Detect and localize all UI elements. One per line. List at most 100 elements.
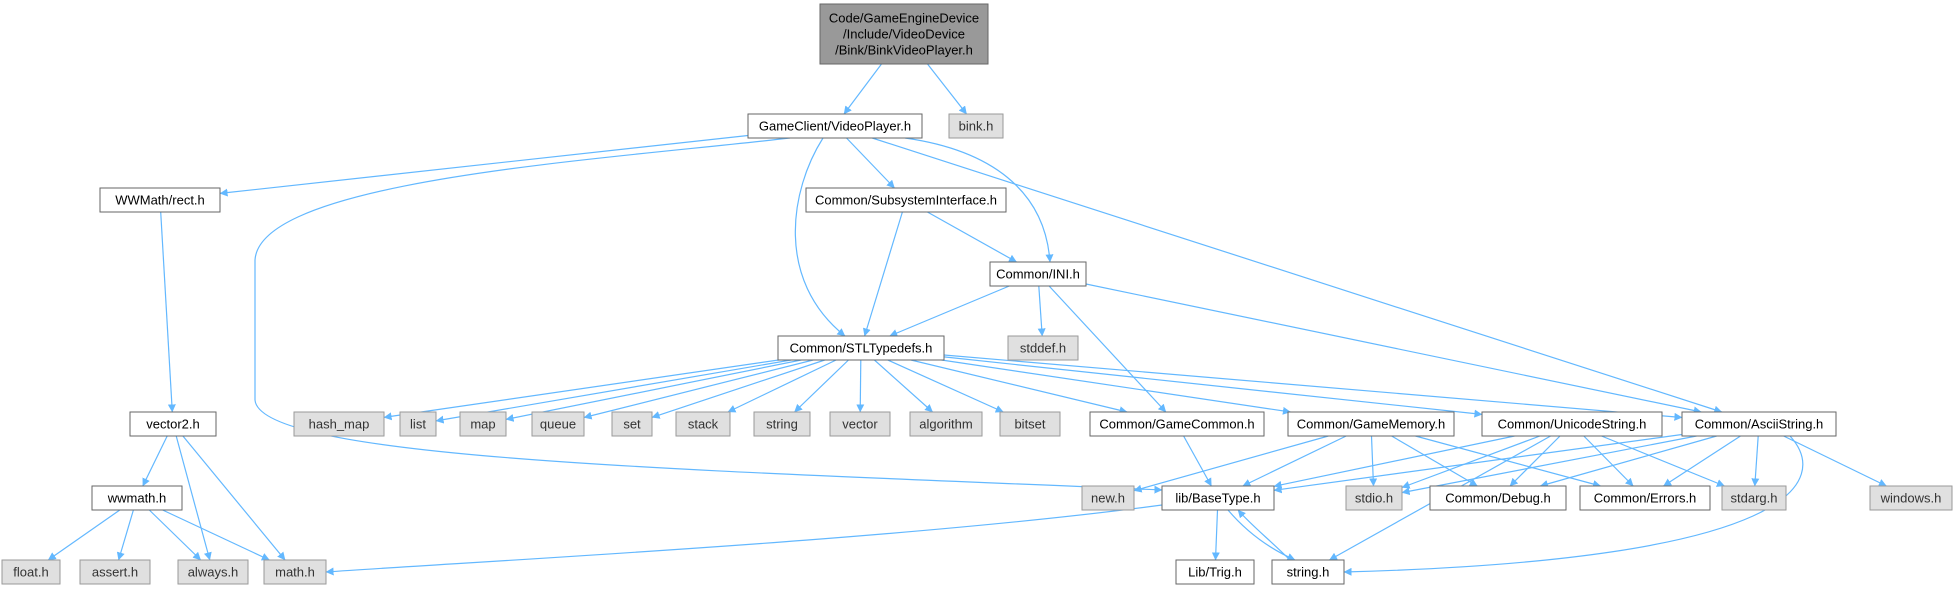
node-label: bink.h xyxy=(959,119,994,134)
node-windows: windows.h xyxy=(1869,485,1953,511)
node-label: Common/UnicodeString.h xyxy=(1498,417,1647,432)
edge-string_h-to-basetype xyxy=(1237,509,1291,561)
node-assert_h: assert.h xyxy=(79,559,151,585)
edge-stltypedefs-to-map xyxy=(505,359,802,422)
node-label: Common/INI.h xyxy=(996,267,1080,282)
edge-asciistring-to-windows xyxy=(1783,435,1887,487)
node-label: /Bink/BinkVideoPlayer.h xyxy=(835,43,973,58)
node-rect[interactable]: WWMath/rect.h xyxy=(99,187,221,213)
node-label: WWMath/rect.h xyxy=(115,193,205,208)
node-label: vector xyxy=(842,417,878,432)
edge-gamememory-to-debug xyxy=(1391,435,1478,487)
edge-stltypedefs-to-gamememory xyxy=(941,359,1291,415)
edge-stltypedefs-to-asciistring xyxy=(943,354,1683,421)
node-label: /Include/VideoDevice xyxy=(843,27,965,42)
edge-videoplayer-to-rect xyxy=(219,134,749,197)
node-box xyxy=(999,411,1061,437)
node-label: vector2.h xyxy=(146,417,199,432)
node-box xyxy=(79,559,151,585)
node-box xyxy=(1,559,61,585)
edge-stltypedefs-to-algorithm xyxy=(874,359,933,413)
edge-asciistring-to-errors xyxy=(1663,435,1741,487)
edge-stltypedefs-to-stack xyxy=(727,359,837,413)
edge-wwmath-to-always_h xyxy=(148,509,202,561)
edge-stltypedefs-to-gamecommon xyxy=(910,359,1128,415)
node-box xyxy=(1721,485,1787,511)
edge-unicodestring-to-stdarg xyxy=(1601,435,1725,487)
node-new_h: new.h xyxy=(1081,485,1135,511)
node-box xyxy=(1161,485,1275,511)
edge-gamememory-to-new_h xyxy=(1133,435,1329,493)
node-list: list xyxy=(399,411,437,437)
edge-gamememory-to-errors xyxy=(1415,435,1601,488)
node-debug[interactable]: Common/Debug.h xyxy=(1429,485,1567,511)
edge-wwmath-to-math_h xyxy=(162,509,270,561)
node-trig[interactable]: Lib/Trig.h xyxy=(1175,559,1255,585)
edge-vector2-to-wwmath xyxy=(142,435,168,487)
node-label: Common/Debug.h xyxy=(1445,491,1551,506)
edge-ini-to-asciistring xyxy=(1085,283,1702,415)
edge-stltypedefs-to-set xyxy=(651,359,825,419)
edge-ini-to-stltypedefs xyxy=(889,285,1010,337)
node-stack: stack xyxy=(675,411,731,437)
edge-stltypedefs-to-hash_map xyxy=(383,359,779,421)
node-bitset: bitset xyxy=(999,411,1061,437)
node-subsystem[interactable]: Common/SubsystemInterface.h xyxy=(805,187,1007,213)
node-gamememory[interactable]: Common/GameMemory.h xyxy=(1287,411,1455,437)
node-box xyxy=(129,411,217,437)
edge-gamememory-to-basetype xyxy=(1242,435,1347,487)
edge-stltypedefs-to-unicodestring xyxy=(943,356,1483,418)
node-label: queue xyxy=(540,417,576,432)
node-always_h: always.h xyxy=(177,559,249,585)
node-gamecommon[interactable]: Common/GameCommon.h xyxy=(1089,411,1265,437)
node-box xyxy=(777,335,945,361)
node-box xyxy=(753,411,811,437)
node-label: stddef.h xyxy=(1020,341,1066,356)
node-box xyxy=(829,411,891,437)
node-wwmath[interactable]: wwmath.h xyxy=(91,485,183,511)
node-algorithm: algorithm xyxy=(909,411,983,437)
node-bink: bink.h xyxy=(948,113,1004,139)
edge-gamecommon-to-basetype xyxy=(1183,435,1212,487)
node-asciistring[interactable]: Common/AsciiString.h xyxy=(1681,411,1837,437)
node-box xyxy=(948,113,1004,139)
node-root[interactable]: Code/GameEngineDevice/Include/VideoDevic… xyxy=(819,3,989,65)
edge-asciistring-to-stdio xyxy=(1401,435,1697,496)
edge-unicodestring-to-stdio xyxy=(1401,435,1541,489)
edge-videoplayer-to-basetype xyxy=(254,137,1163,494)
edge-asciistring-to-basetype xyxy=(1273,433,1683,494)
edge-unicodestring-to-errors xyxy=(1583,435,1634,487)
edge-subsystem-to-stltypedefs xyxy=(862,211,903,337)
node-math_h: math.h xyxy=(263,559,327,585)
node-unicodestring[interactable]: Common/UnicodeString.h xyxy=(1481,411,1663,437)
edge-root-to-videoplayer xyxy=(843,63,882,115)
edge-wwmath-to-assert_h xyxy=(116,509,134,561)
node-stltypedefs[interactable]: Common/STLTypedefs.h xyxy=(777,335,945,361)
node-map: map xyxy=(459,411,507,437)
edge-stltypedefs-to-bitset xyxy=(887,359,1004,413)
node-box xyxy=(675,411,731,437)
node-basetype[interactable]: lib/BaseType.h xyxy=(1161,485,1275,511)
node-label: bitset xyxy=(1014,417,1045,432)
node-vector2[interactable]: vector2.h xyxy=(129,411,217,437)
edge-asciistring-to-stdarg xyxy=(1751,435,1760,487)
node-box xyxy=(1481,411,1663,437)
node-ini[interactable]: Common/INI.h xyxy=(989,261,1087,287)
node-float_h: float.h xyxy=(1,559,61,585)
node-label: Common/SubsystemInterface.h xyxy=(815,193,997,208)
node-label: new.h xyxy=(1091,491,1125,506)
node-videoplayer[interactable]: GameClient/VideoPlayer.h xyxy=(747,113,923,139)
edge-asciistring-to-debug xyxy=(1539,435,1717,488)
node-errors[interactable]: Common/Errors.h xyxy=(1579,485,1711,511)
node-box xyxy=(91,485,183,511)
node-string_h[interactable]: string.h xyxy=(1271,559,1345,585)
node-box xyxy=(747,113,923,139)
node-box xyxy=(805,187,1007,213)
node-layer: Code/GameEngineDevice/Include/VideoDevic… xyxy=(1,3,1953,585)
node-string: string xyxy=(753,411,811,437)
edge-unicodestring-to-basetype xyxy=(1273,435,1515,489)
node-box xyxy=(819,3,989,65)
node-label: lib/BaseType.h xyxy=(1175,491,1260,506)
node-stddef: stddef.h xyxy=(1007,335,1079,361)
node-box xyxy=(399,411,437,437)
